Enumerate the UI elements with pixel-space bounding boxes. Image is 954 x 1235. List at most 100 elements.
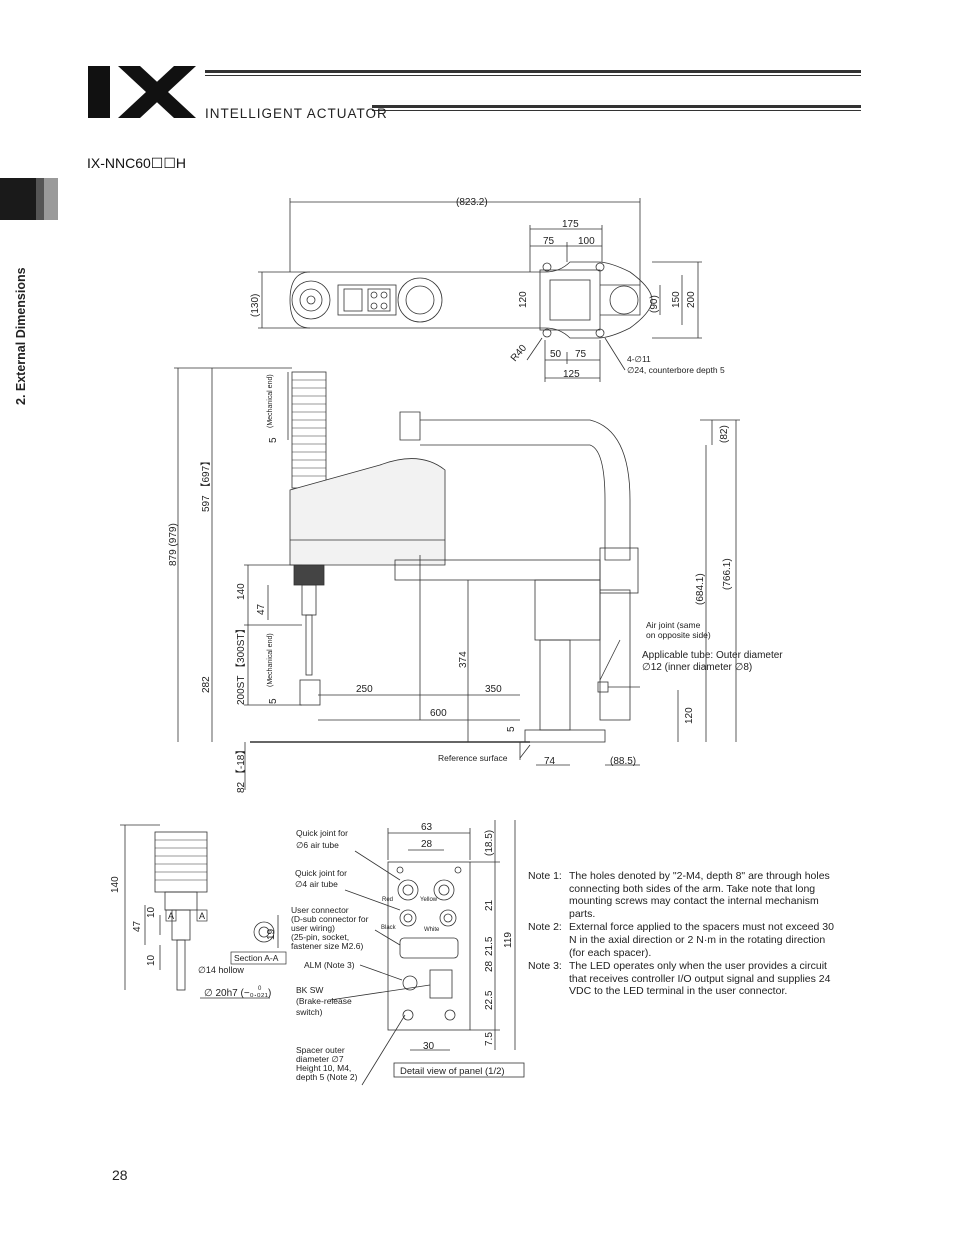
dim-47-detail: 47 [132,920,143,932]
dim-150: 150 [671,291,682,308]
mech-end-bottom: (Mechanical end) [267,633,274,687]
top-view [258,198,702,382]
bk-sw-line-2: (Brake-release [296,996,352,1006]
reference-surface-label: Reference surface [438,753,508,763]
shaft-detail-view [120,824,279,999]
dim-879: 879 (979) [168,523,179,566]
mech-end-top: (Mechanical end) [267,374,274,428]
dim-28-top: 28 [421,839,433,850]
qj4-line-1: Quick joint for [295,868,347,878]
dim-282: 282 [201,676,212,693]
qj6-line-1: Quick joint for [296,828,348,838]
top-view-labels: (823.2) 175 75 100 (130) 120 (90) 150 20… [250,197,725,380]
notes-block: Note 1: The holes denoted by "2-M4, dept… [528,870,838,999]
side-view [174,367,740,790]
dim-74: 74 [544,756,556,767]
note-3-label: Note 3: [528,960,562,973]
user-connector-line-2: (D-sub connector for [291,914,369,924]
shaft-diameter-label: ∅ 20h7 (−₀.₀₂₁) [204,988,271,999]
dim-823: (823.2) [456,197,488,208]
note-2-text: External force applied to the spacers mu… [569,921,834,959]
dim-119: 119 [503,932,514,948]
dim-130: (130) [250,294,261,317]
color-red: Red [382,897,393,903]
dim-597: 597 【697】 [200,456,212,512]
dim-200: 200 [686,291,697,308]
page-number: 28 [112,1167,128,1183]
spacer-line-4: depth 5 (Note 2) [296,1072,358,1082]
panel-caption: Detail view of panel (1/2) [400,1066,505,1077]
tube-note-line-2: ∅12 (inner diameter ∅8) [642,662,752,673]
dim-374: 374 [458,651,469,668]
bk-sw-line-3: switch) [296,1007,323,1017]
header-rule-top-thin [205,75,861,76]
note-3-text: The LED operates only when the user prov… [569,960,831,998]
dim-5-ref: 5 [506,726,517,732]
ix-logo [88,66,196,118]
dim-200st: 200ST 【300ST】 [235,623,247,705]
dim-766: (766.1) [722,558,733,590]
shaft-tolerance-zero: 0 [258,986,262,992]
note-2: Note 2: External force applied to the sp… [528,921,838,959]
dim-28-side: 28 [484,960,495,972]
header-rule-bottom-thin [372,110,861,111]
note-1-label: Note 1: [528,870,562,882]
hole-note-2: ∅24, counterbore depth 5 [627,365,725,375]
dim-18-5: (18.5) [484,830,495,856]
side-view-labels: (Mechanical end) 5 597 【697】 879 (979) 1… [168,374,783,793]
color-white: White [424,927,440,933]
section-mark-a-right: A [199,911,205,921]
hole-note-1: 4-∅11 [627,354,651,364]
dim-82-right: (82) [719,425,730,443]
dim-100: 100 [578,236,595,247]
user-connector-line-3: user wiring) [291,923,335,933]
dim-82-bottom: 82 【-18】 [235,745,247,793]
alm-label: ALM (Note 3) [304,960,355,970]
user-connector-line-4: (25-pin, socket, [291,932,349,942]
panel-detail-view [329,820,516,1086]
model-title: IX-NNC60☐☐H [87,155,187,171]
dim-250: 250 [356,684,373,695]
dim-21: 21 [484,899,495,911]
dim-140-detail: 140 [110,876,121,893]
dim-120-side: 120 [684,707,695,724]
dim-21-5: 21.5 [484,936,495,956]
dim-75: 75 [543,236,555,247]
air-joint-line-1: Air joint (same [646,620,701,630]
dim-140: 140 [236,583,247,600]
color-yellow: Yellow [420,897,438,903]
section-label: 2. External Dimensions [14,267,28,405]
dim-63: 63 [421,822,433,833]
dim-10b-detail: 10 [146,954,157,966]
spacer-line-3: Height 10, M4, [296,1063,351,1073]
dim-10-detail: 10 [146,906,157,918]
note-1: Note 1: The holes denoted by "2-M4, dept… [528,870,838,920]
air-joint-line-2: on opposite side) [646,630,711,640]
dim-120: 120 [518,291,529,308]
panel-detail-labels: 63 28 (18.5) 21 21.5 28 22.5 7.5 119 30 … [291,822,525,1082]
user-connector-line-5: fastener size M2.6) [291,941,363,951]
dim-22-5: 22.5 [484,990,495,1010]
header-rule-top [205,70,861,73]
note-2-label: Note 2: [528,921,562,934]
qj6-line-2: ∅6 air tube [296,840,339,850]
dim-50: 50 [550,349,562,360]
dim-684: (684.1) [695,573,706,605]
dim-600: 600 [430,708,447,719]
dimension-drawing: (823.2) 175 75 100 (130) 120 (90) 150 20… [110,197,783,1086]
dim-5-bottom: 5 [268,698,279,704]
dim-75b: 75 [575,349,587,360]
dim-47: 47 [256,603,267,615]
dim-175: 175 [562,219,579,230]
dim-7-5: 7.5 [484,1032,495,1046]
brand-name: INTELLIGENT ACTUATOR [205,106,388,121]
user-connector-line-1: User connector [291,905,349,915]
qj4-line-2: ∅4 air tube [295,879,338,889]
dim-88-5: (88.5) [610,756,636,767]
bk-sw-line-1: BK SW [296,985,323,995]
spacer-line-1: Spacer outer [296,1045,345,1055]
spacer-line-2: diameter ∅7 [296,1054,344,1064]
dim-19-detail: 19 [266,928,277,940]
dim-5-top: 5 [268,437,279,443]
section-mark-a-left: A [168,911,174,921]
